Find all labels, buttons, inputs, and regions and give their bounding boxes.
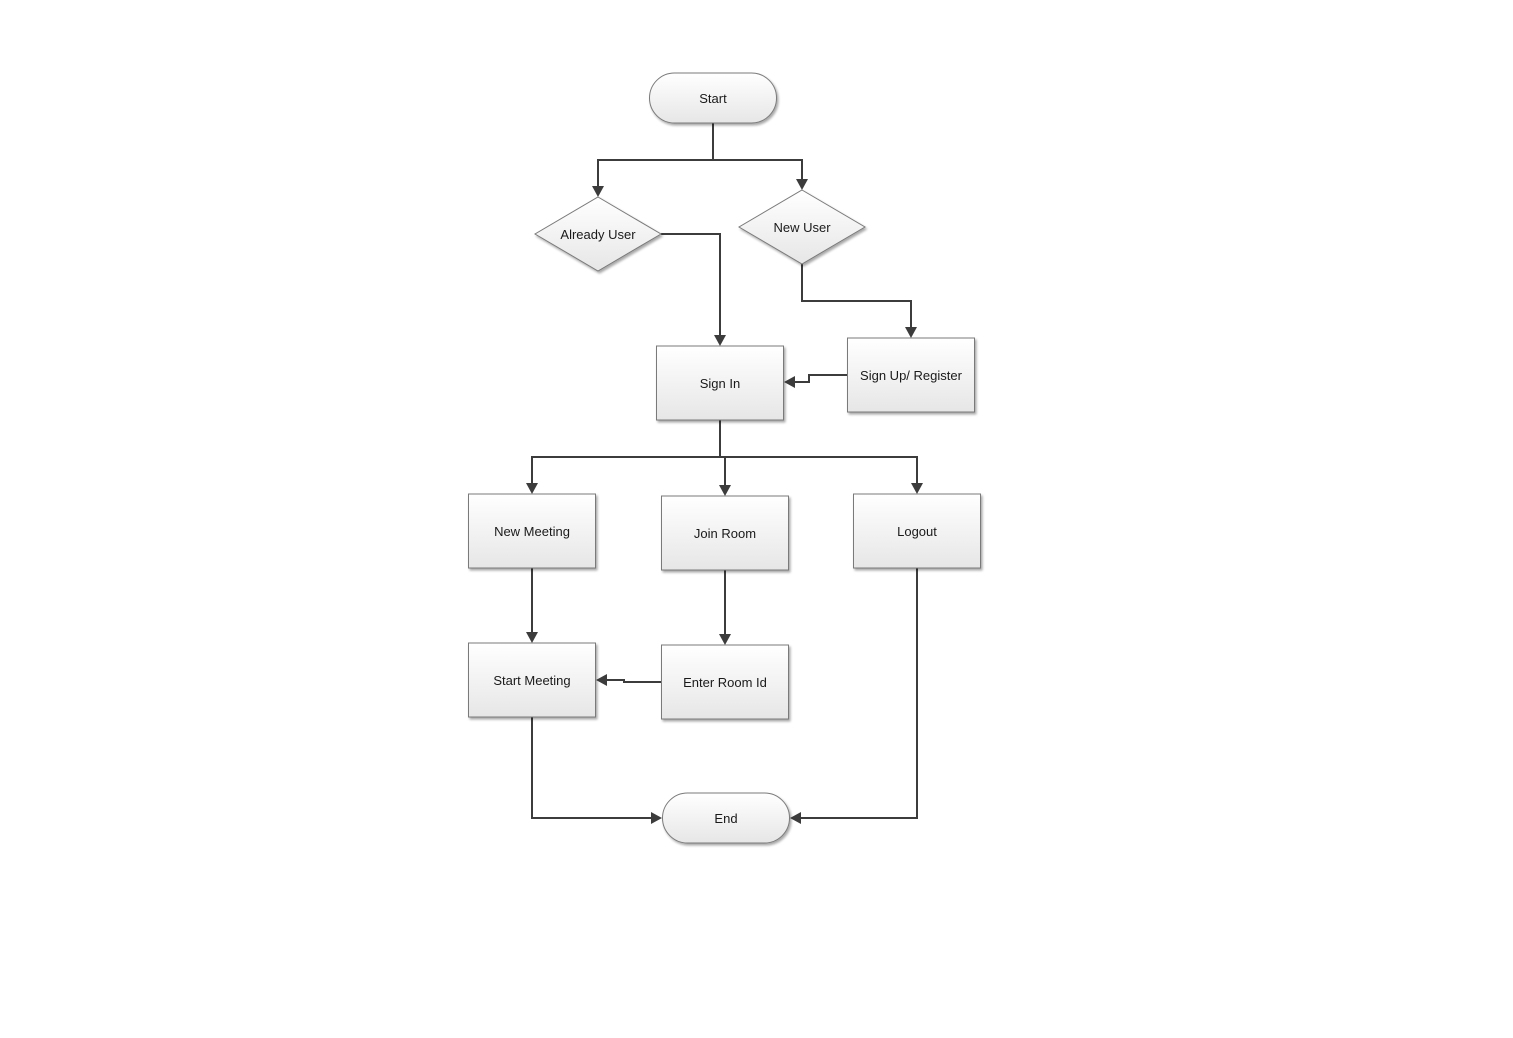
node-start-meeting: Start Meeting [468, 642, 596, 718]
connector-sign_in-to-logout [720, 456, 923, 494]
node-end: End [662, 792, 790, 844]
process-shape [847, 337, 975, 413]
connector-line [531, 420, 721, 486]
node-new-user: New User [738, 189, 866, 265]
node-label: Enter Room Id [683, 675, 767, 690]
node-label: Sign Up/ Register [860, 368, 963, 383]
process-shape [468, 493, 596, 569]
node-logout: Logout [853, 493, 981, 569]
process-shape [468, 642, 596, 718]
node-label: New Meeting [494, 524, 570, 539]
arrowhead [596, 674, 607, 686]
process-shape [661, 644, 789, 720]
node-label: Join Room [694, 526, 756, 541]
arrowhead [719, 634, 731, 645]
process-shape [656, 345, 784, 421]
arrowhead [784, 376, 795, 388]
connector-line [597, 123, 714, 189]
connector-line [792, 374, 847, 383]
decision-shape [738, 189, 866, 265]
arrowhead [526, 483, 538, 494]
arrowhead [651, 812, 662, 824]
connector-sign_in-to-join_room [719, 457, 731, 496]
arrowhead [592, 186, 604, 197]
terminator-shape [649, 72, 777, 124]
connector-layer [526, 123, 923, 824]
node-label: Start [699, 91, 727, 106]
node-label: Start Meeting [493, 673, 570, 688]
connector-line [661, 233, 721, 338]
node-label: Logout [897, 524, 937, 539]
connector-line [531, 717, 654, 819]
connector-new_user-to-sign_up [801, 264, 917, 338]
connector-line [604, 679, 661, 683]
node-sign-in: Sign In [656, 345, 784, 421]
connector-already_user-to-sign_in [661, 233, 726, 346]
connector-line [720, 456, 918, 486]
node-label: New User [773, 220, 831, 235]
node-start: Start [649, 72, 777, 124]
connector-sign_in-to-new_meeting [526, 420, 721, 494]
decision-shape [534, 196, 662, 272]
arrowhead [796, 179, 808, 190]
arrowhead [719, 485, 731, 496]
arrowhead [790, 812, 801, 824]
connector-start_meeting-to-end [531, 717, 662, 824]
arrowhead [911, 483, 923, 494]
node-label: End [714, 811, 737, 826]
process-shape [661, 495, 789, 571]
connector-sign_up-to-sign_in [784, 374, 847, 388]
node-already-user: Already User [534, 196, 662, 272]
node-enter-room-id: Enter Room Id [661, 644, 789, 720]
node-sign-up: Sign Up/ Register [847, 337, 975, 413]
connector-join_room-to-enter_room_id [719, 570, 731, 645]
process-shape [853, 493, 981, 569]
node-join-room: Join Room [661, 495, 789, 571]
arrowhead [526, 632, 538, 643]
connector-start-to-new_user [713, 159, 808, 190]
connector-line [798, 568, 918, 819]
node-label: Sign In [700, 376, 740, 391]
node-new-meeting: New Meeting [468, 493, 596, 569]
connector-new_meeting-to-start_meeting [526, 568, 538, 643]
arrowhead [714, 335, 726, 346]
arrowhead [905, 327, 917, 338]
connector-logout-to-end [790, 568, 918, 824]
connector-enter_room_id-to-start_meeting [596, 674, 661, 686]
connector-line [713, 159, 803, 182]
node-label: Already User [560, 227, 636, 242]
terminator-shape [662, 792, 790, 844]
connector-line [801, 264, 912, 330]
connector-start-to-already_user [592, 123, 714, 197]
